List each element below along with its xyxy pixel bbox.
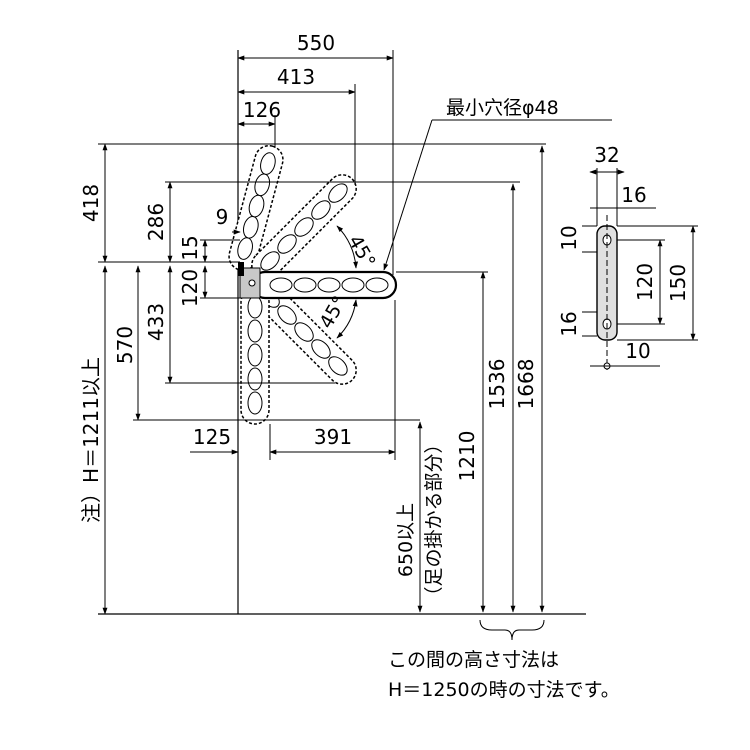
dim-125: 125	[193, 425, 231, 449]
arm-vertical-up	[228, 144, 284, 272]
leg-area-note: （足の掛かる部分）	[423, 434, 445, 605]
dim-418: 418	[79, 184, 103, 222]
dim-286: 286	[144, 203, 168, 241]
bracket-dim-10-bottom: 10	[625, 339, 650, 363]
bracket-dim-16-left: 16	[557, 311, 581, 336]
dim-433: 433	[144, 303, 168, 341]
bracket-dim-16-top: 16	[621, 183, 646, 207]
bottom-note-line2: H＝1250の時の寸法です。	[388, 679, 620, 701]
dim-9: 9	[216, 205, 229, 229]
dim-120: 120	[178, 269, 202, 307]
dim-1668: 1668	[514, 359, 538, 410]
leg-clearance: 650以上	[395, 503, 417, 577]
dim-15: 15	[178, 235, 202, 260]
left-dimensions: 418 286 15 9 120 433 570 注）H＝1211以上	[79, 143, 520, 615]
bottom-note-line1: この間の高さ寸法は	[388, 649, 559, 671]
bracket-detail: 32 16 10 120 150 16 10	[557, 143, 698, 370]
bottom-dimensions: 125 391	[190, 300, 396, 460]
bracket-dim-120: 120	[633, 263, 657, 301]
wall-lines	[98, 50, 586, 615]
dim-413: 413	[277, 65, 315, 89]
note-h-min: 注）H＝1211以上	[79, 357, 103, 523]
dim-1210: 1210	[455, 431, 479, 482]
wall-bracket	[238, 262, 261, 299]
dim-550: 550	[297, 31, 335, 55]
angle-upper: 45°	[344, 232, 380, 272]
hole-callout: 最小穴径φ48	[383, 97, 612, 271]
dim-126: 126	[243, 98, 281, 122]
arm-horizontal-solid	[250, 270, 398, 300]
height-dimensions: 650以上 （足の掛かる部分） 1210 1536 1668	[395, 145, 545, 613]
dim-1536: 1536	[485, 359, 509, 410]
bottom-brace: この間の高さ寸法は H＝1250の時の寸法です。	[388, 619, 620, 701]
arm-vertical-down	[240, 287, 270, 425]
dim-391: 391	[314, 425, 352, 449]
bracket-dim-32: 32	[594, 143, 619, 167]
top-dimensions: 550 413 126	[237, 31, 394, 275]
bracket-dim-10-left: 10	[557, 225, 581, 250]
bracket-dim-150: 150	[666, 264, 690, 302]
dim-570: 570	[113, 326, 137, 364]
hole-diameter-label: 最小穴径φ48	[446, 97, 559, 119]
